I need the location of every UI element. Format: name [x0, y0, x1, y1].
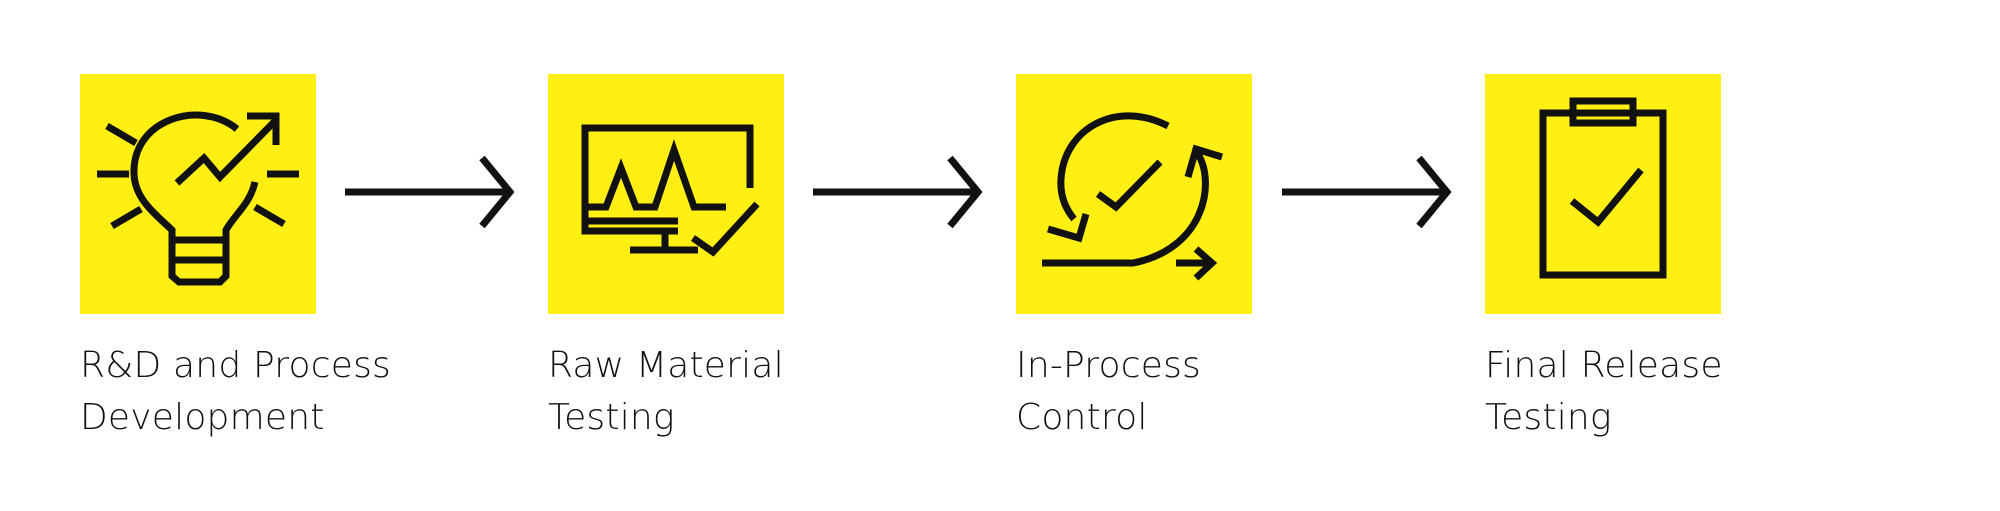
cycle-check-icon [1042, 112, 1224, 281]
flow-arrow-3 [1282, 154, 1457, 230]
right-arrow-icon [345, 155, 515, 229]
step-2-label-line2: Testing [548, 397, 675, 438]
step-1-tile [80, 74, 316, 314]
step-3-label: In-Process Control [1016, 340, 1336, 444]
step-1-label-line1: R&D and Process [80, 345, 391, 386]
step-2-tile [548, 74, 784, 314]
step-4-label-line1: Final Release [1485, 345, 1723, 386]
step-3-label-line1: In-Process [1016, 345, 1201, 386]
step-4-tile [1485, 74, 1721, 314]
step-3-label-line2: Control [1016, 397, 1148, 438]
clipboard-check-icon [1539, 97, 1667, 279]
monitor-chart-check-icon [581, 124, 760, 257]
step-1-label: R&D and Process Development [80, 340, 400, 444]
flow-arrow-2 [813, 154, 988, 230]
right-arrow-icon [813, 155, 983, 229]
step-2-label: Raw Material Testing [548, 340, 868, 444]
step-4-label-line2: Testing [1485, 397, 1612, 438]
right-arrow-icon [1282, 155, 1452, 229]
lightbulb-growth-icon [97, 111, 299, 286]
step-1-label-line2: Development [80, 397, 325, 438]
step-2-label-line1: Raw Material [548, 345, 784, 386]
step-3-tile [1016, 74, 1252, 314]
flow-arrow-1 [345, 154, 520, 230]
step-4-label: Final Release Testing [1485, 340, 1805, 444]
